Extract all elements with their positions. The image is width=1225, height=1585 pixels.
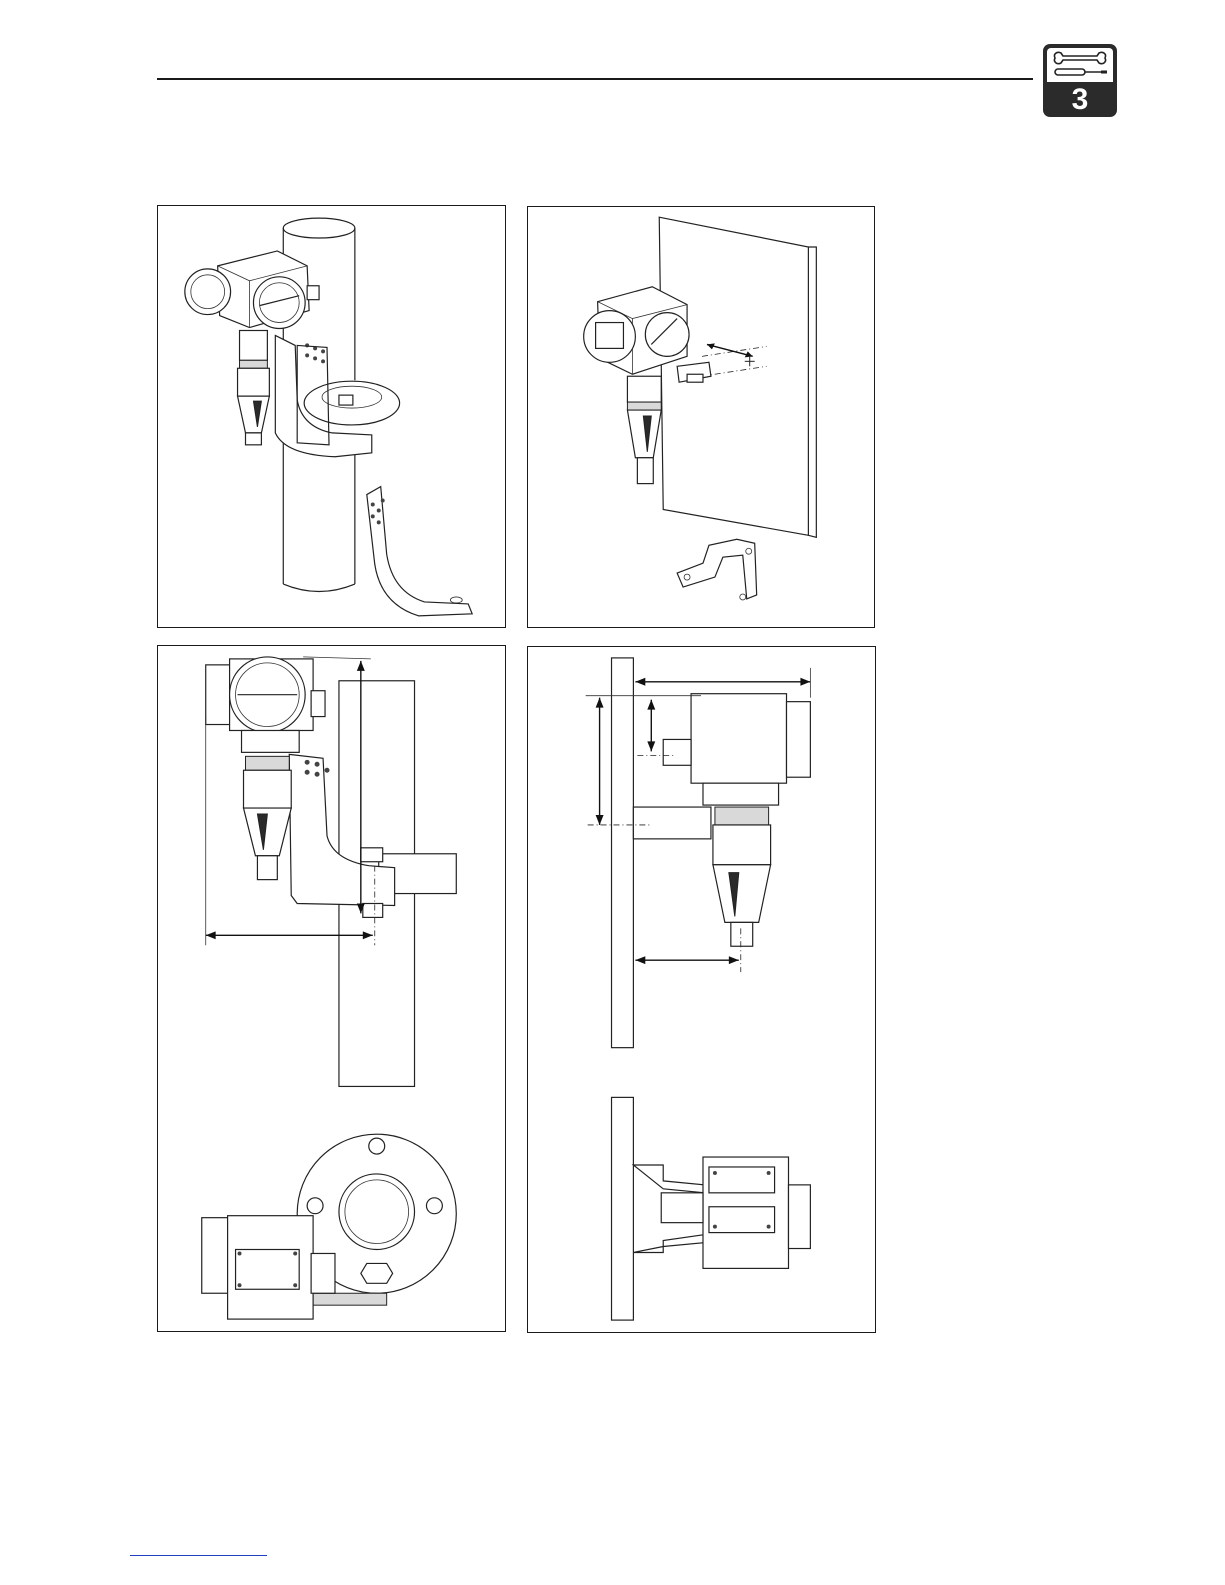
wrench-screwdriver-icon (1047, 48, 1113, 82)
pipe-mounting-drawing (158, 206, 505, 627)
chapter-tab: 3 (1043, 44, 1117, 117)
header-rule (157, 78, 1033, 80)
wall-mounting-dimensions-figure (527, 646, 876, 1333)
pipe-mounting-isometric-figure (157, 205, 506, 628)
pipe-mounting-dimensions-figure (157, 645, 506, 1332)
pipe-dimension-drawing (158, 646, 505, 1331)
chapter-number: 3 (1043, 82, 1117, 117)
wall-mounting-drawing (528, 207, 874, 627)
wall-mounting-isometric-figure (527, 206, 875, 628)
wall-dimension-drawing (528, 647, 875, 1332)
footer-link-underline (130, 1555, 267, 1556)
